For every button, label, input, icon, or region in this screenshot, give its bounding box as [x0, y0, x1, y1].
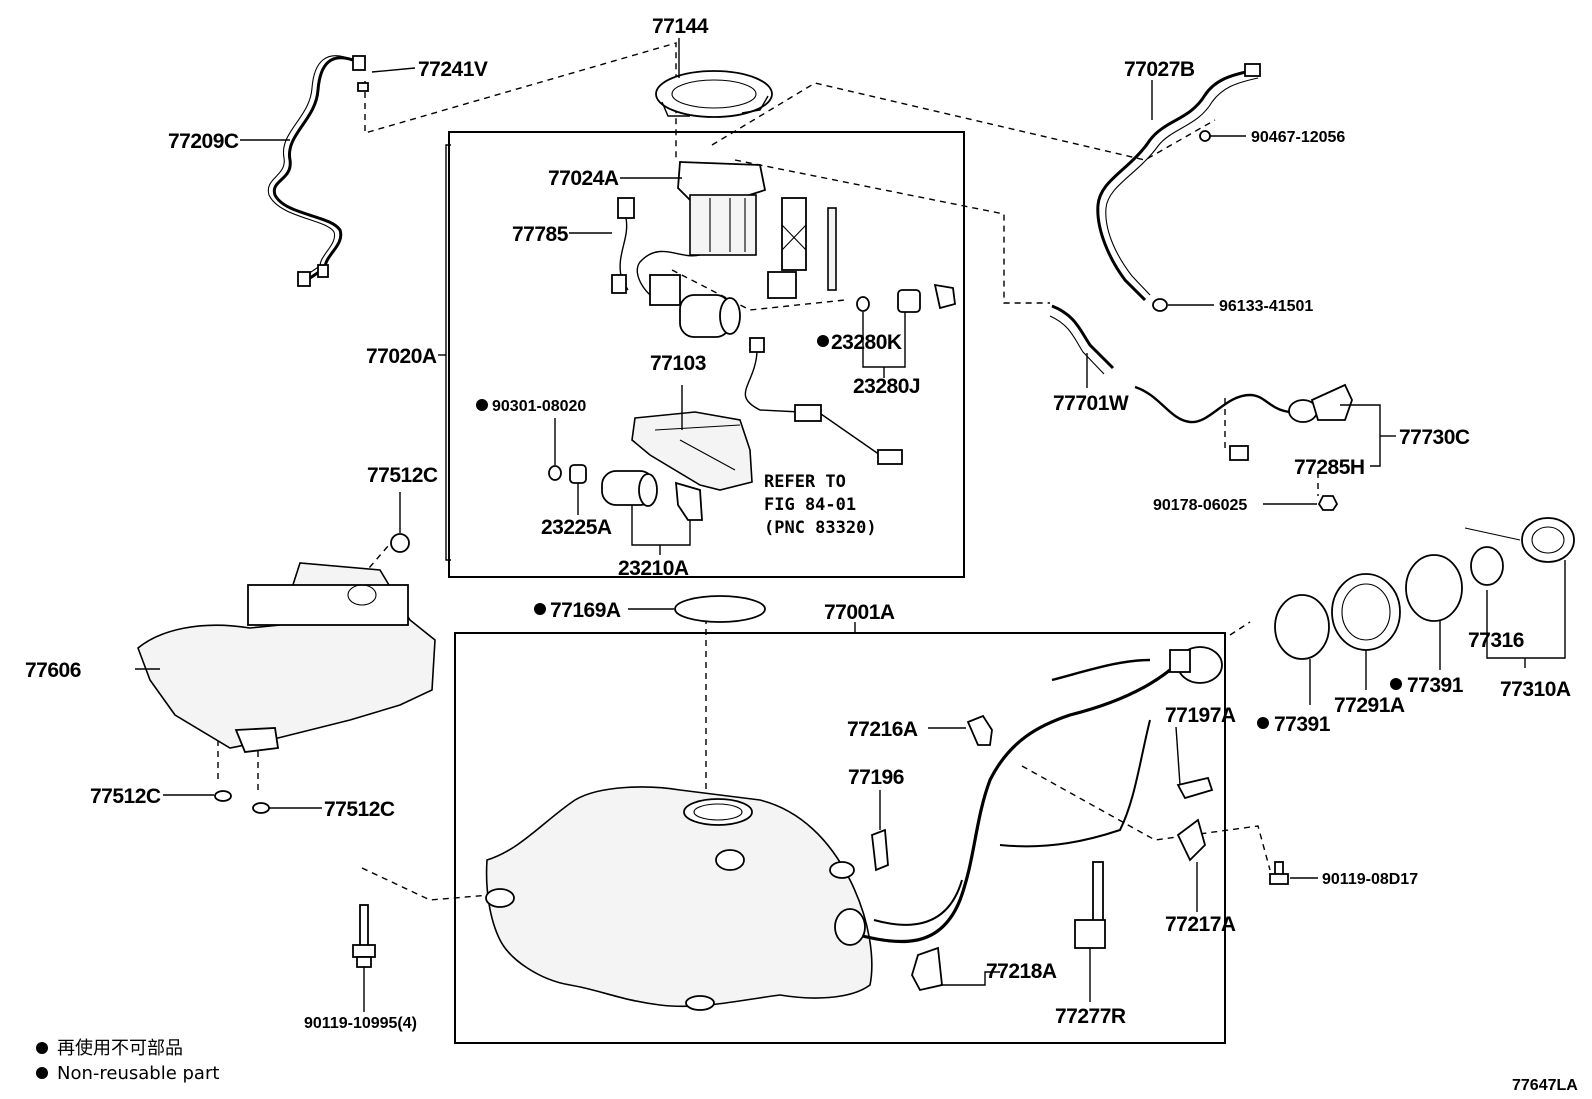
- clip-77512c-top: [390, 533, 410, 553]
- label-77310a: 77310A: [1500, 678, 1571, 701]
- label-77209c: 77209C: [168, 130, 239, 153]
- label-23210a: 23210A: [618, 557, 689, 580]
- filter-23225a: [569, 464, 587, 484]
- figure-id: 77647LA: [1512, 1077, 1578, 1094]
- fuel-line-77209c: [267, 55, 366, 287]
- o-ring-23280k: [856, 296, 870, 312]
- label-23225a: 23225A: [541, 516, 612, 539]
- clip-77241v: [357, 82, 369, 92]
- label-77291a: 77291A: [1334, 694, 1405, 717]
- bolt-90119-10995: [352, 904, 376, 968]
- label-77103: 77103: [650, 352, 706, 375]
- label-77391-b: 77391: [1274, 713, 1331, 736]
- label-77512c-right: 77512C: [324, 798, 395, 821]
- protector-77606: [137, 562, 436, 753]
- label-77512c-top: 77512C: [367, 464, 438, 487]
- nonreusable-dot-77391-a: [1390, 678, 1402, 690]
- label-90178-06025: 90178-06025: [1153, 497, 1247, 514]
- label-77701w: 77701W: [1053, 392, 1129, 415]
- label-23280k: 23280K: [831, 331, 902, 354]
- clip-77196: [871, 828, 889, 872]
- label-77730c: 77730C: [1399, 426, 1470, 449]
- label-77241v: 77241V: [418, 58, 488, 81]
- part-labels: 77144 77241V 77209C 77027B 90467-12056 7…: [25, 15, 1571, 1032]
- filler-neck-77291a: [1331, 573, 1401, 651]
- canister-line-77730c: [1134, 383, 1353, 461]
- nut-90178: [1317, 495, 1339, 511]
- nonreusable-dot-23280k: [817, 335, 829, 347]
- label-90119-08d17: 90119-08D17: [1322, 871, 1418, 888]
- label-77606: 77606: [25, 659, 81, 682]
- refer-note: REFER TO FIG 84-01 (PNC 83320): [764, 472, 877, 538]
- label-77024a: 77024A: [548, 167, 619, 190]
- fuel-pump-23210a: [601, 470, 703, 521]
- bracket-77218a: [911, 946, 943, 992]
- clamp-77197a: [1176, 776, 1214, 800]
- legend-dot-en: [36, 1067, 48, 1079]
- legend-dot-jp: [36, 1042, 48, 1054]
- label-23280j: 23280J: [853, 375, 920, 398]
- clip-77512c-left: [214, 790, 232, 802]
- label-77197a: 77197A: [1165, 704, 1236, 727]
- label-77020a: 77020A: [366, 345, 437, 368]
- label-77216a: 77216A: [847, 718, 918, 741]
- strap-77277r: [1074, 861, 1106, 949]
- label-77169a: 77169A: [550, 599, 621, 622]
- clamp-90467: [1199, 130, 1211, 142]
- regulator-23280j: [897, 283, 956, 313]
- label-90301-08020: 90301-08020: [492, 398, 586, 415]
- refer-line-1: REFER TO: [764, 472, 846, 492]
- label-77785: 77785: [512, 223, 569, 246]
- o-ring-90301: [548, 465, 562, 481]
- label-77027b: 77027B: [1124, 58, 1195, 81]
- pump-harness: [744, 337, 903, 465]
- label-90467-12056: 90467-12056: [1251, 129, 1345, 146]
- nonreusable-dot-90301: [476, 399, 488, 411]
- fuel-cap-77310a: [1464, 517, 1575, 563]
- gasket-77169a: [674, 595, 766, 623]
- label-77277r: 77277R: [1055, 1005, 1126, 1028]
- label-77217a: 77217A: [1165, 913, 1236, 936]
- label-77285h: 77285H: [1294, 456, 1365, 479]
- label-77218a: 77218A: [986, 960, 1057, 983]
- wiring-77785: [611, 197, 635, 294]
- gasket-77391-a: [1405, 554, 1463, 622]
- vent-tube-77027b: [1096, 63, 1261, 302]
- fuel-pump-assembly-box: [448, 131, 965, 578]
- fuel-pump-module-77024a: [636, 161, 767, 338]
- gasket-77391-b: [1274, 594, 1330, 660]
- retainer-ring-77144: [655, 70, 773, 118]
- fuel-sender-strip: [767, 197, 837, 299]
- bolt-90119-08d17: [1269, 861, 1289, 885]
- label-77391-a: 77391: [1407, 674, 1464, 697]
- leader-lines: [135, 38, 1566, 1012]
- sub-tank-77103: [631, 411, 753, 491]
- filler-pipe: [834, 646, 1223, 946]
- nonreusable-dot-77169a: [534, 603, 546, 615]
- refer-line-2: FIG 84-01: [764, 495, 856, 515]
- clamp-77216a: [966, 714, 993, 746]
- hose-77701w: [1049, 304, 1115, 375]
- fuel-tank-assembly-box: [454, 632, 1226, 1044]
- label-77196: 77196: [848, 766, 904, 789]
- ring-77316: [1470, 546, 1504, 586]
- refer-line-3: (PNC 83320): [764, 518, 877, 538]
- label-77001a: 77001A: [824, 601, 895, 624]
- label-77144: 77144: [652, 15, 709, 38]
- fuel-tank-77001a: [485, 786, 873, 1011]
- legend-jp: 再使用不可部品: [57, 1038, 183, 1059]
- legend: 再使用不可部品 Non-reusable part: [36, 1038, 219, 1084]
- legend-en: Non-reusable part: [57, 1063, 219, 1084]
- label-77316: 77316: [1468, 629, 1524, 652]
- bracket-77217a: [1176, 818, 1207, 862]
- label-77512c-left: 77512C: [90, 785, 161, 808]
- label-90119-10995: 90119-10995(4): [304, 1015, 417, 1032]
- clamp-96133: [1152, 298, 1168, 312]
- reference-dashed-lines: [217, 42, 1319, 901]
- nonreusable-dot-77391-b: [1257, 717, 1269, 729]
- label-96133-41501: 96133-41501: [1219, 298, 1313, 315]
- clip-77512c-right: [252, 802, 270, 814]
